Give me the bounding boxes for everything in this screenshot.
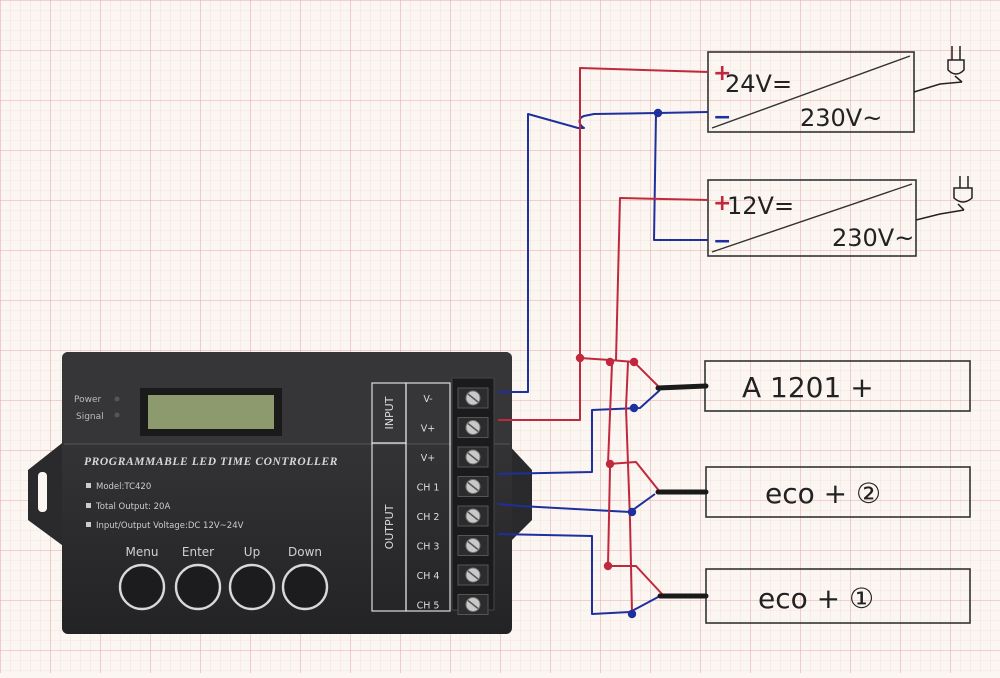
- controller-buttons: Menu Enter Up Down: [118, 545, 329, 611]
- terminal-block: [451, 377, 495, 615]
- power-led-icon: [114, 396, 120, 402]
- menu-button-label: Menu: [126, 545, 159, 559]
- psu-24v-minus: −: [713, 105, 731, 130]
- power-supply-12v: + − 12V= 230V~: [707, 176, 973, 257]
- terminal-screw-icon[interactable]: [457, 446, 489, 468]
- signal-led-icon: [114, 412, 120, 418]
- terminal-label: V+: [421, 424, 435, 435]
- psu-12v-output: 12V=: [727, 192, 794, 220]
- psu-12v-input: 230V~: [832, 224, 914, 252]
- terminal-label: V-: [423, 394, 432, 405]
- terminal-screw-icon[interactable]: [457, 387, 489, 409]
- wire-junctions: [575, 108, 663, 619]
- wire-24v-plus-to-vplus: [498, 67, 709, 421]
- terminal-label: CH 2: [417, 512, 440, 523]
- terminal-screw-icon[interactable]: [457, 535, 489, 556]
- up-button-label: Up: [244, 545, 260, 559]
- load-eco-1: eco + ①: [705, 568, 971, 624]
- input-label: INPUT: [383, 396, 396, 429]
- controller-top-band: [62, 352, 512, 444]
- down-button-label: Down: [288, 545, 322, 559]
- terminal-screw-icon[interactable]: [457, 476, 489, 497]
- psu-24v-plus: +: [713, 61, 731, 86]
- terminal-screw-icon[interactable]: [457, 505, 489, 527]
- psu-12v-minus: −: [713, 229, 731, 254]
- load-cables: [655, 383, 709, 599]
- mains-plug-icon-12v: [915, 176, 973, 221]
- load-eco-1-label: eco + ①: [758, 582, 874, 615]
- psu-12v-box: [707, 179, 917, 257]
- mains-plug-icon-24v: [913, 46, 965, 93]
- psu-24v-input: 230V~: [800, 104, 882, 132]
- junction-dot: [605, 459, 615, 469]
- terminal-label: CH 5: [417, 601, 440, 612]
- junction-dot: [627, 609, 637, 619]
- junction-dot: [653, 108, 663, 118]
- terminal-screw-icon[interactable]: [457, 594, 489, 615]
- terminal-label: V+: [421, 453, 435, 464]
- junction-dot: [627, 507, 637, 517]
- terminal-label: CH 1: [417, 483, 440, 494]
- spec-total-output: Total Output: 20A: [95, 502, 170, 512]
- terminal-screw-icon[interactable]: [457, 564, 489, 586]
- wire-ch3: [497, 533, 661, 615]
- terminal-label: CH 4: [417, 571, 440, 582]
- output-label: OUTPUT: [383, 504, 396, 549]
- left-mounting-slot: [38, 472, 47, 512]
- spec-voltage: Input/Output Voltage:DC 12V~24V: [96, 521, 244, 531]
- power-indicator-label: Power: [74, 395, 102, 405]
- wire-plus-to-eco2: [607, 363, 661, 493]
- junction-dot: [629, 357, 639, 367]
- wire-plus-bus: [579, 357, 661, 389]
- terminal-label: CH 3: [417, 542, 440, 553]
- terminal-screw-icon[interactable]: [457, 417, 489, 438]
- psu-12v-plus: +: [713, 191, 731, 216]
- enter-button-label: Enter: [182, 545, 214, 559]
- load-a1201-label: A 1201 +: [742, 371, 874, 404]
- positive-wires: [498, 67, 709, 613]
- wire-ch1: [497, 389, 661, 475]
- controller-title: PROGRAMMABLE LED TIME CONTROLLER: [84, 456, 338, 468]
- signal-indicator-label: Signal: [76, 412, 104, 422]
- spec-model: Model:TC420: [96, 482, 151, 492]
- junction-dot: [575, 353, 585, 363]
- up-button[interactable]: [228, 563, 276, 611]
- menu-button[interactable]: [118, 563, 166, 611]
- power-supply-24v: + − 24V= 230V~: [707, 46, 965, 133]
- psu-24v-output: 24V=: [725, 70, 792, 98]
- terminal-label-panel: INPUT OUTPUT V- V+ V+ CH 1 CH 2 CH 3 CH 4 CH 5: [371, 382, 451, 612]
- led-controller: Power Signal PROGRAMMABLE LED TIME CONTR…: [28, 352, 532, 634]
- junction-dot: [603, 561, 613, 571]
- wire-plus-to-eco1: [607, 467, 663, 595]
- load-a1201: A 1201 +: [704, 360, 971, 412]
- down-button[interactable]: [281, 563, 329, 611]
- wire-12v-minus-bus: [653, 112, 708, 241]
- junction-dot: [629, 403, 639, 413]
- wire-ch2: [497, 493, 656, 513]
- enter-button[interactable]: [174, 563, 222, 611]
- lcd-screen: [148, 395, 274, 429]
- load-eco-2-label: eco + ②: [765, 477, 881, 510]
- junction-dot: [605, 357, 615, 367]
- wire-12v-plus: [615, 197, 709, 361]
- load-eco-2: eco + ②: [705, 466, 971, 518]
